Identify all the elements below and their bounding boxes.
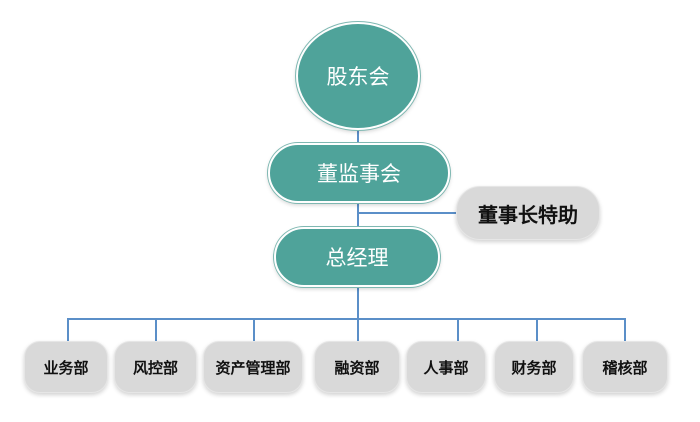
shareholders-meeting-label: 股东会 (326, 65, 390, 89)
department-node: 资产管理部 (203, 341, 303, 393)
connector-dept-3 (253, 318, 255, 342)
connector-dept-2 (155, 318, 157, 342)
connector-dept-7 (624, 318, 626, 342)
department-label: 财务部 (511, 358, 557, 377)
department-label: 资产管理部 (215, 358, 291, 377)
chairman-assistant-node: 董事长特助 (456, 186, 600, 240)
shareholders-meeting-node: 股东会 (296, 22, 420, 130)
department-node: 稽核部 (582, 341, 668, 393)
department-label: 稽核部 (602, 358, 648, 377)
connector-board-gm (357, 200, 359, 230)
connector-dept-4 (357, 318, 359, 342)
department-label: 人事部 (423, 358, 469, 377)
general-manager-node: 总经理 (274, 227, 440, 287)
connector-dept-5 (457, 318, 459, 342)
department-node: 风控部 (114, 341, 197, 393)
department-label: 融资部 (334, 358, 380, 377)
department-label: 业务部 (43, 358, 89, 377)
general-manager-label: 总经理 (325, 246, 389, 270)
chairman-assistant-label: 董事长特助 (478, 202, 578, 227)
department-node: 财务部 (494, 341, 574, 393)
connector-top-board (357, 128, 359, 146)
board-label: 董监事会 (317, 162, 401, 186)
board-node: 董监事会 (268, 143, 450, 203)
connector-dept-1 (67, 318, 69, 342)
connector-assistant (358, 212, 458, 214)
connector-gm-departments (357, 285, 359, 319)
department-label: 风控部 (132, 358, 178, 377)
connector-horizontal-bus (67, 318, 625, 320)
department-node: 业务部 (24, 341, 108, 393)
connector-dept-6 (536, 318, 538, 342)
department-node: 融资部 (314, 341, 400, 393)
department-node: 人事部 (406, 341, 486, 393)
